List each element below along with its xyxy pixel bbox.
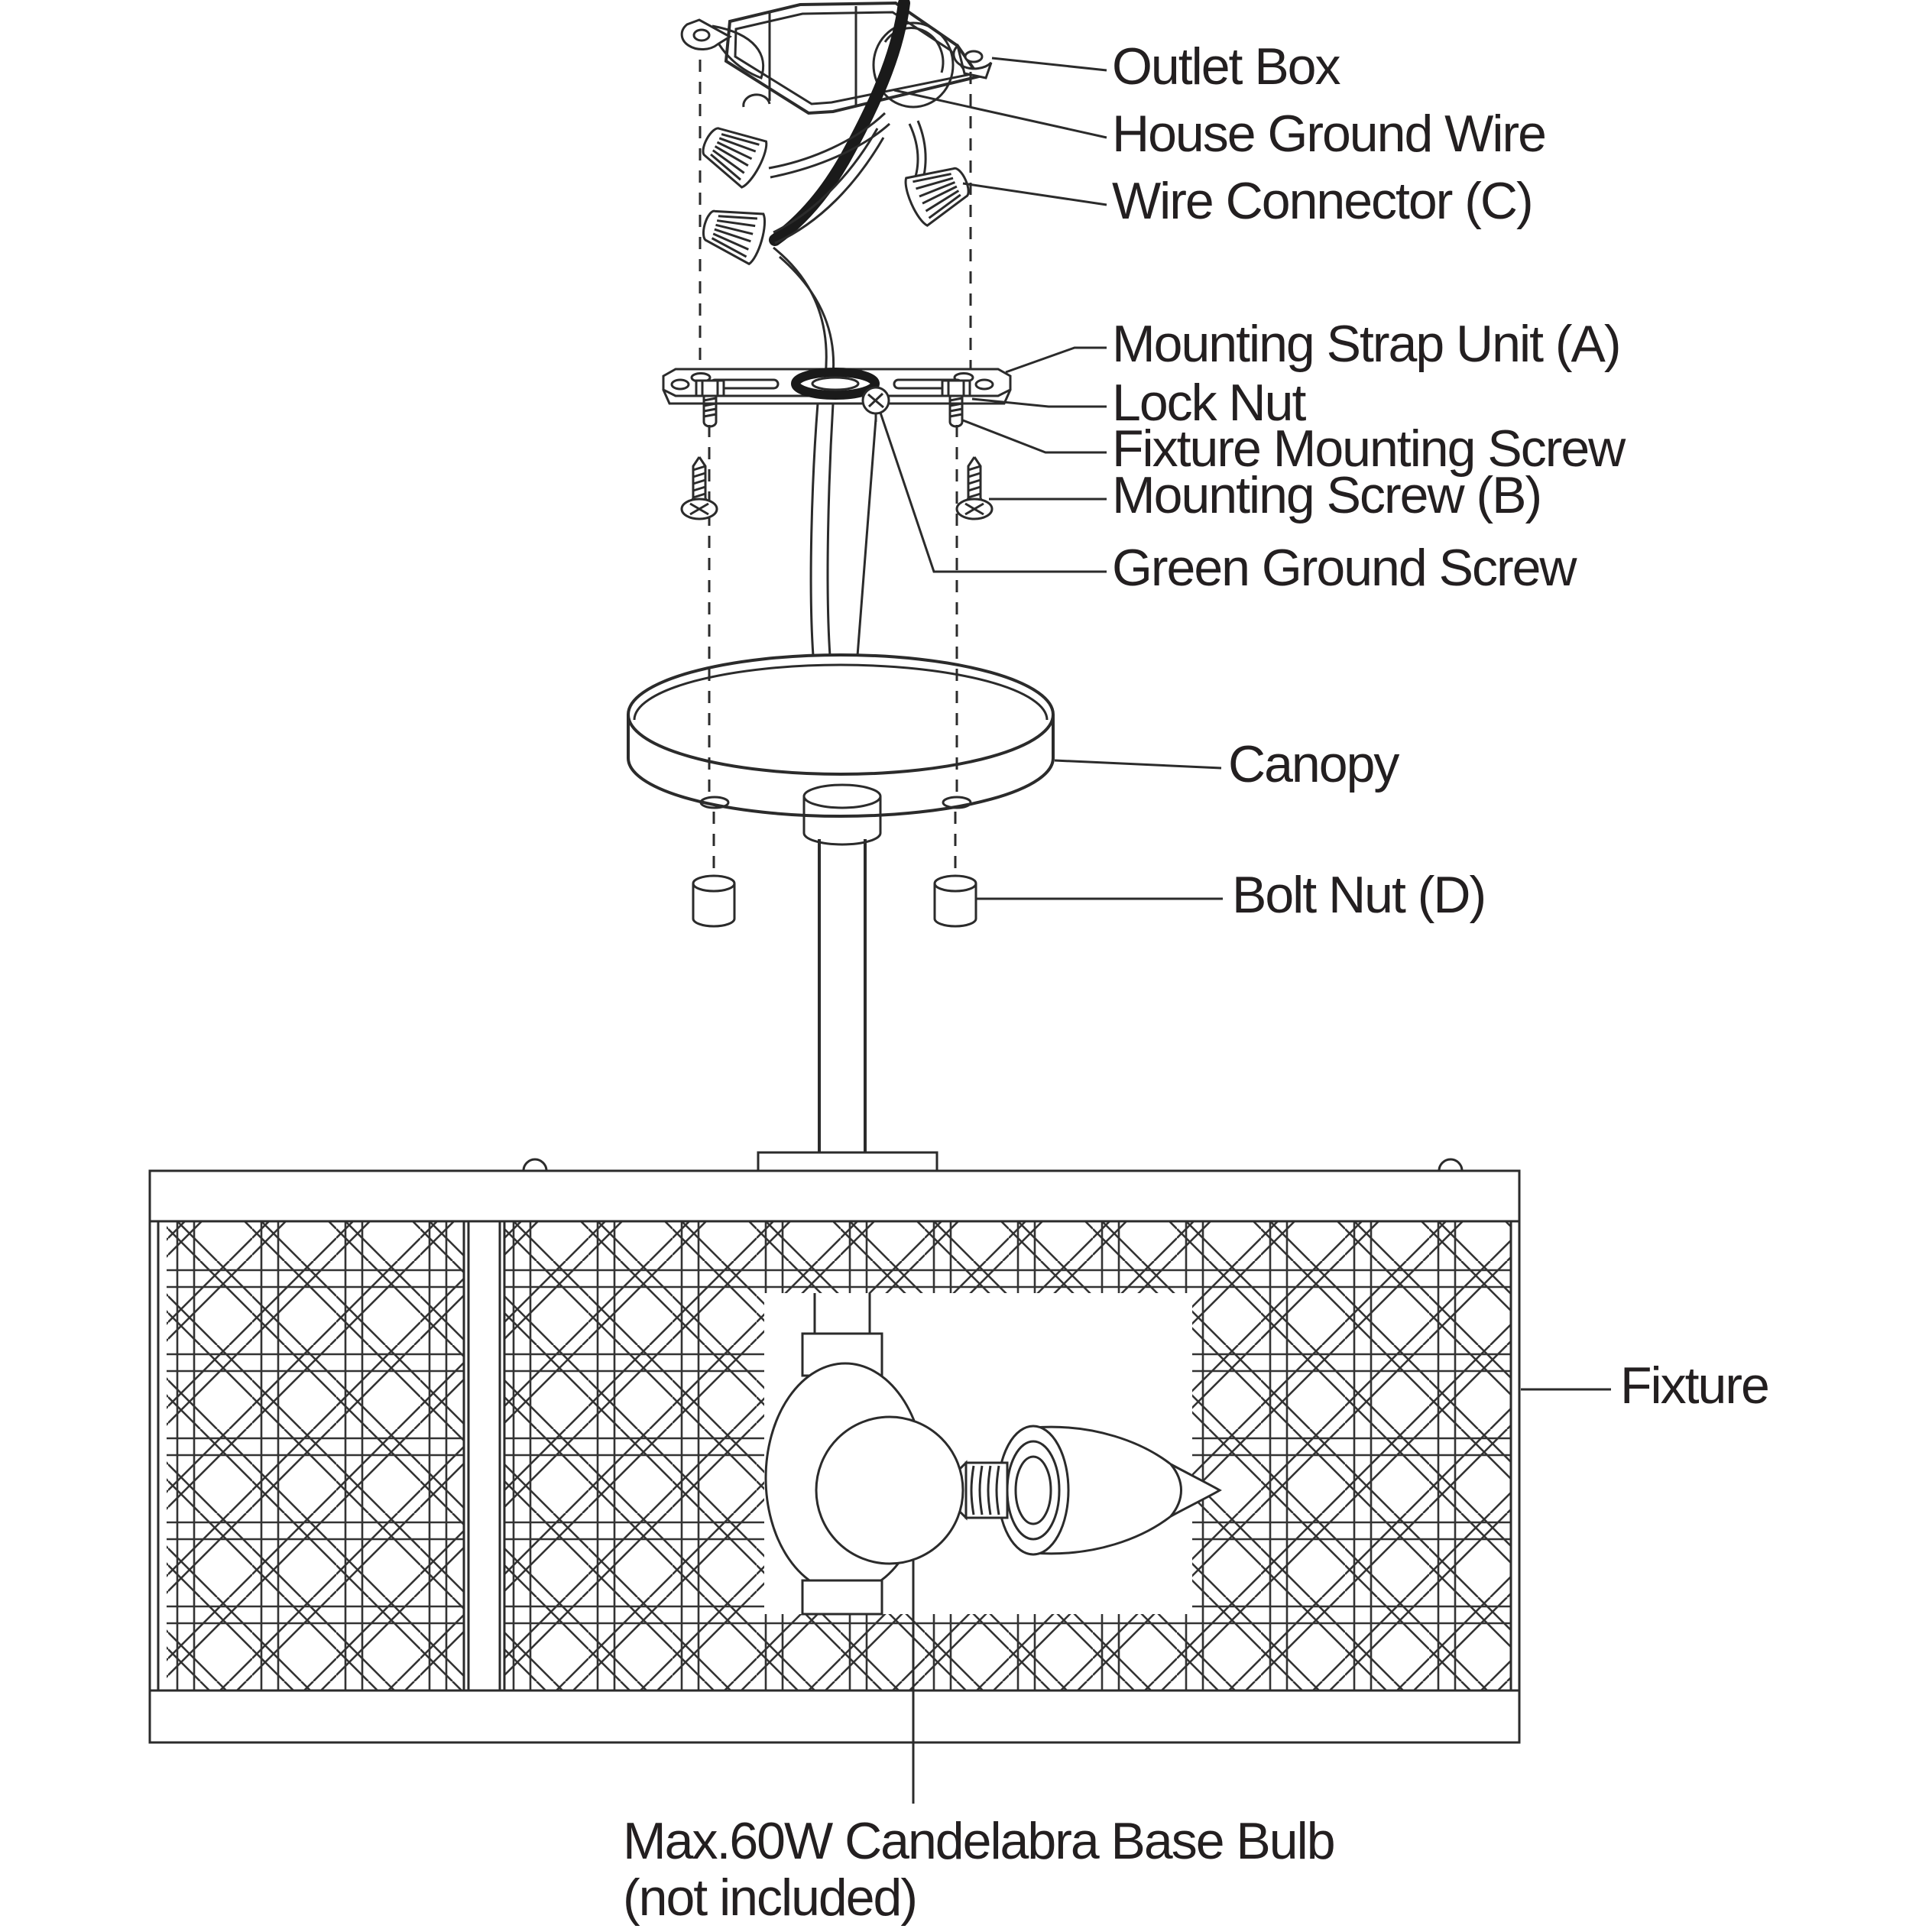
label-bulb-note-line2: (not included) [623, 1869, 916, 1927]
mounting-strap-drawing [662, 368, 1012, 405]
label-mounting-strap: Mounting Strap Unit (A) [1112, 315, 1620, 373]
drum-edges [148, 1221, 1521, 1690]
downrod [757, 839, 938, 1172]
leader-outlet-box [991, 57, 1107, 72]
outlet-box-drawing [680, 1, 993, 115]
labels: Outlet Box House Ground Wire Wire Connec… [623, 37, 1770, 1927]
wire-connector-right [904, 167, 970, 227]
label-fixture-mounting-screw: Fixture Mounting Screw [1112, 420, 1626, 478]
label-bulb-note-line1: Max.60W Candelabra Base Bulb [623, 1812, 1334, 1870]
candelabra-bulb [815, 1415, 1009, 1565]
label-green-ground-screw: Green Ground Screw [1112, 539, 1577, 597]
house-wires [768, 112, 927, 656]
bolt-nut-left [692, 874, 736, 928]
fixture-drum [148, 1158, 1521, 1744]
green-ground-screw-drawing [861, 386, 890, 422]
label-wire-connector: Wire Connector (C) [1112, 172, 1532, 230]
leader-fixture-mounting-screw [962, 419, 1107, 454]
label-fixture: Fixture [1620, 1357, 1768, 1415]
lock-nut-drawing [941, 379, 971, 397]
wire-connector-upper-left [702, 127, 768, 189]
mounting-screw-left [680, 456, 718, 520]
label-mounting-screw: Mounting Screw (B) [1112, 466, 1541, 524]
leader-lines [879, 57, 1611, 1804]
mounting-screw-right [955, 456, 994, 520]
leader-house-ground-wire [893, 89, 1107, 139]
fixture-bottom-band [148, 1689, 1521, 1744]
label-lock-nut: Lock Nut [1112, 374, 1306, 432]
wire-connector-lower-left [702, 209, 767, 266]
fixture-mounting-screw-left [695, 379, 725, 428]
bolt-nut-right [933, 874, 977, 928]
alignment-dashed-lines [699, 60, 972, 877]
leader-green-ground-screw [879, 412, 1107, 573]
panel-stiles [462, 1221, 506, 1690]
label-outlet-box: Outlet Box [1112, 37, 1340, 96]
outlet-box-right-ear [952, 44, 993, 79]
canopy-drawing [627, 653, 1055, 846]
label-canopy: Canopy [1228, 735, 1399, 793]
outlet-box-left-ear [680, 18, 732, 50]
bulb-socket [997, 1425, 1222, 1556]
fixture-top-plate [148, 1169, 1521, 1223]
house-ground-wire-drawing [769, 0, 910, 246]
leader-wire-connector [962, 182, 1107, 206]
cane-panel-left [167, 1221, 464, 1690]
leader-canopy [1054, 759, 1222, 770]
label-bolt-nut: Bolt Nut (D) [1232, 866, 1485, 924]
leader-lock-nut [971, 397, 1107, 408]
leader-mounting-strap [1005, 346, 1107, 374]
fixture-mounting-screw-right [948, 396, 964, 428]
label-house-ground-wire: House Ground Wire [1112, 105, 1545, 163]
